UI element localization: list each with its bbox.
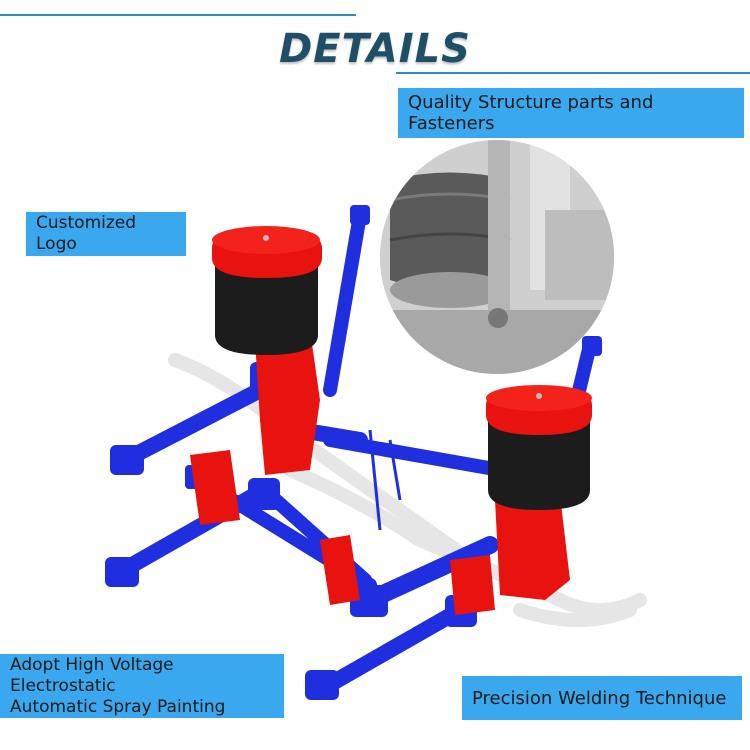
welding-callout: Precision Welding Technique xyxy=(462,676,742,720)
red-brackets xyxy=(190,330,570,615)
logo-callout: Customized Logo xyxy=(26,212,186,256)
spray-painting-callout: Adopt High Voltage Electrostatic Automat… xyxy=(0,654,284,718)
header-rule-right xyxy=(396,72,750,74)
spray-painting-callout-line2: Automatic Spray Painting xyxy=(10,696,226,717)
spray-painting-callout-line1: Adopt High Voltage Electrostatic xyxy=(10,654,174,696)
right-air-spring xyxy=(486,385,592,510)
left-air-spring xyxy=(212,226,322,355)
detail-photo xyxy=(380,140,614,374)
header-rule-left xyxy=(0,14,356,16)
quality-callout: Quality Structure parts and Fasteners xyxy=(398,88,744,138)
page-title: DETAILS xyxy=(279,26,471,72)
linkage-rod xyxy=(368,429,402,531)
